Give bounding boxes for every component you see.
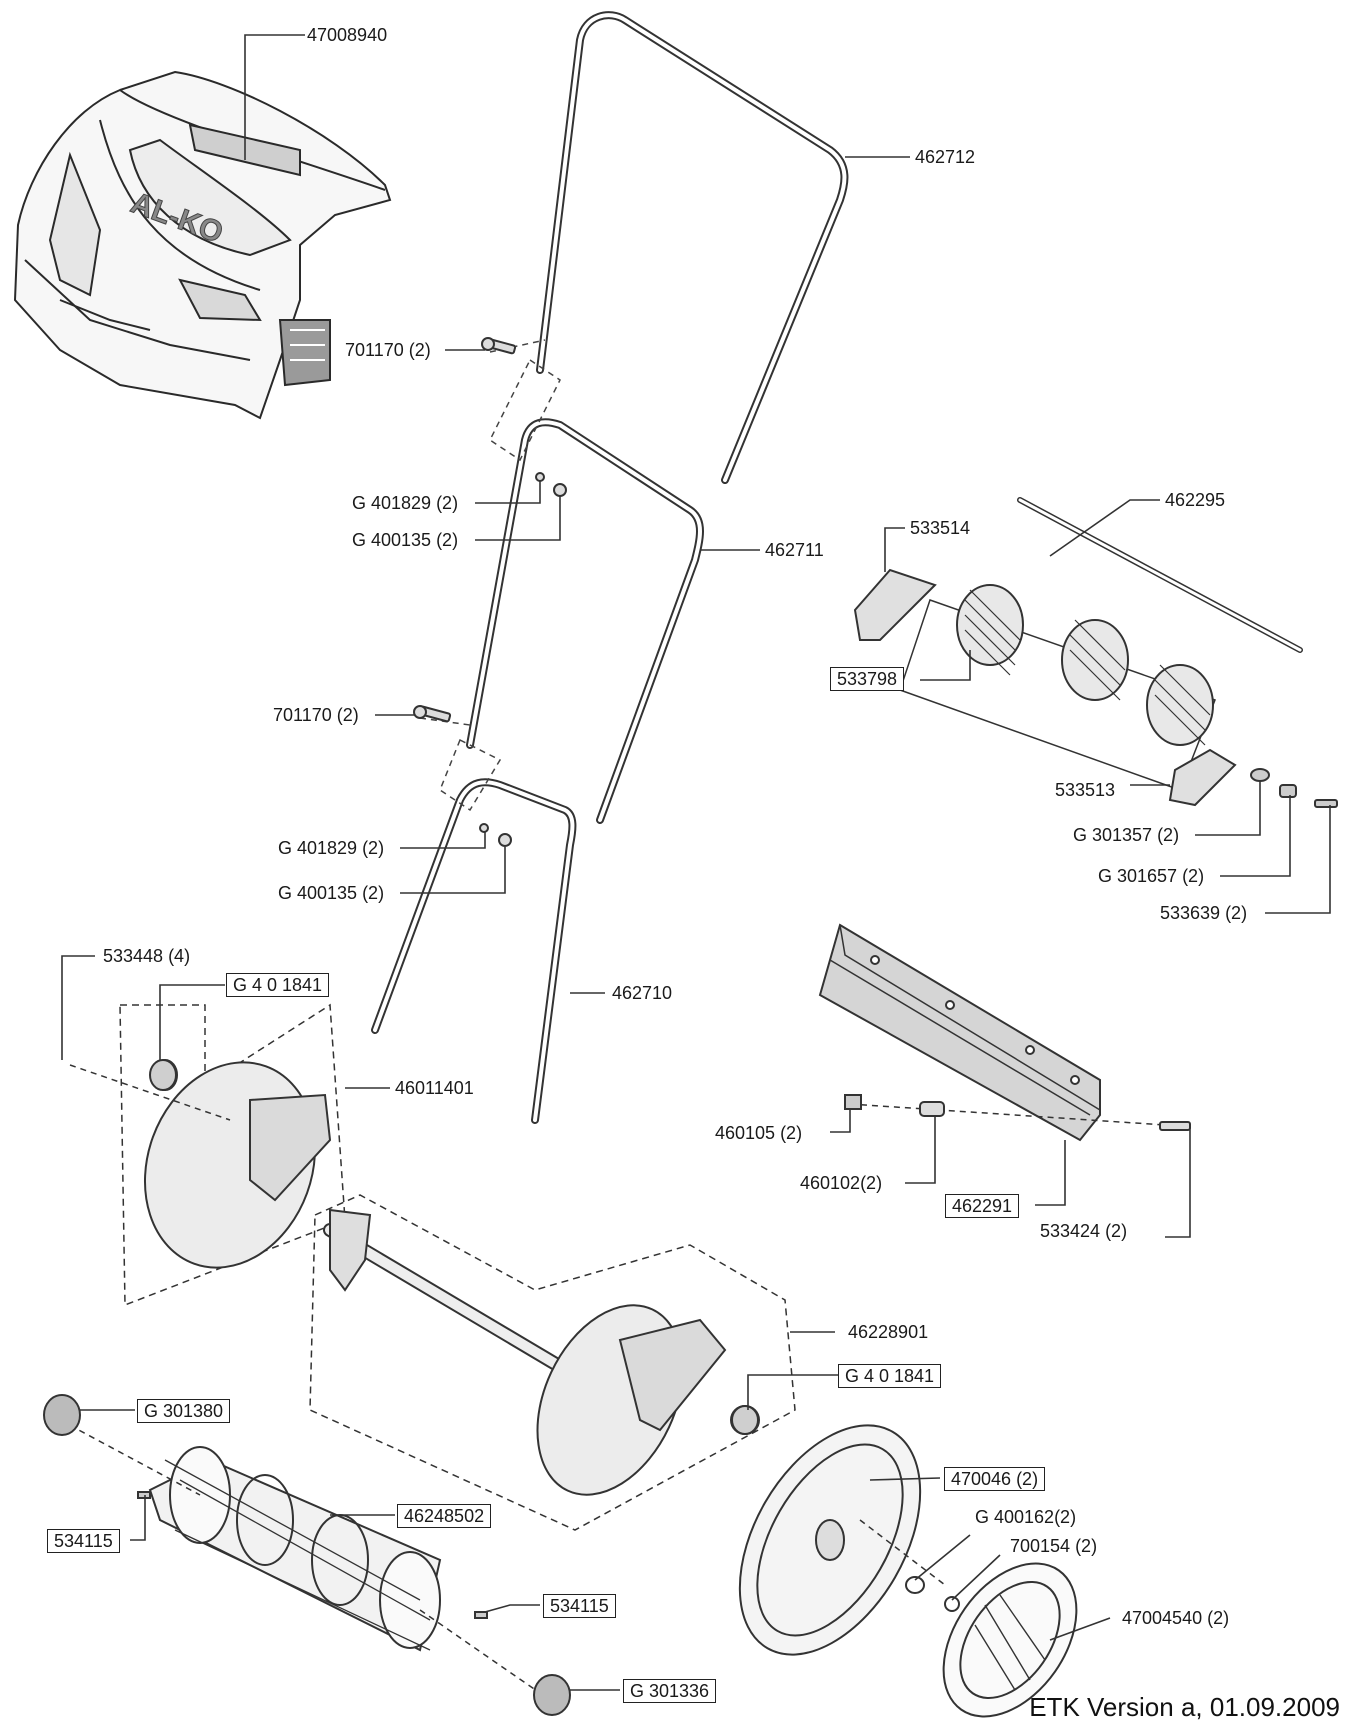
part-label-46228901: 46228901 (848, 1322, 929, 1342)
part-label-46011401: 46011401 (395, 1078, 474, 1098)
grass-box-part: AL-KO (13, 70, 392, 420)
handle-top-part (536, 11, 849, 484)
part-label-533514: 533514 (910, 518, 971, 538)
part-label-462710: 462710 (612, 983, 673, 1003)
part-label-g301336: G 301336 (623, 1679, 717, 1703)
wheel-part (738, 1424, 960, 1656)
part-label-47004540: 47004540 (2) (1122, 1608, 1230, 1628)
part-label-g301357: G 301357 (2) (1073, 825, 1180, 845)
side-plate-left-part (69, 1003, 346, 1307)
leader-lines (61, 34, 1331, 1691)
part-label-g401829-b: G 401829 (2) (278, 838, 385, 858)
part-label-462291: 462291 (945, 1194, 1020, 1218)
part-label-g401829-a: G 401829 (2) (352, 493, 459, 513)
handle-low-part (371, 778, 577, 1124)
version-footer: ETK Version a, 01.09.2009 (1029, 1692, 1340, 1722)
part-label-g301380: G 301380 (137, 1399, 231, 1423)
bearings (149, 1059, 759, 1435)
part-label-533513: 533513 (1055, 780, 1116, 800)
part-label-460105: 460105 (2) (715, 1123, 803, 1143)
handle-mid-part (466, 418, 704, 824)
part-label-701170-a: 701170 (2) (345, 340, 431, 360)
part-label-533424: 533424 (2) (1040, 1221, 1128, 1241)
part-label-g301657: G 301657 (2) (1098, 866, 1205, 886)
roller-assembly-part (853, 497, 1338, 808)
part-label-g400162: G 400162(2) (975, 1507, 1077, 1527)
part-label-462712: 462712 (915, 147, 976, 167)
part-label-g401841-b: G 4 0 1841 (838, 1364, 942, 1388)
part-label-46248502: 46248502 (397, 1504, 492, 1528)
part-label-701170-b: 701170 (2) (273, 705, 359, 725)
part-label-533798: 533798 (830, 667, 905, 691)
axle-plate-part (309, 1194, 796, 1531)
part-label-534115-b: 534115 (543, 1594, 616, 1618)
part-label-460102: 460102(2) (800, 1173, 883, 1193)
cutting-reel-part (43, 1394, 571, 1716)
part-label-470046: 470046 (2) (944, 1467, 1046, 1491)
part-label-462711: 462711 (765, 540, 824, 560)
part-label-700154: 700154 (2) (1010, 1536, 1098, 1556)
hubcap-part (942, 1562, 1078, 1718)
bed-knife-part (818, 923, 1191, 1142)
handle-fasteners (413, 337, 567, 847)
part-label-462295: 462295 (1165, 490, 1226, 510)
part-label-g400135-b: G 400135 (2) (278, 883, 385, 903)
part-label-47008940: 47008940 (307, 25, 388, 45)
part-label-g400135-a: G 400135 (2) (352, 530, 459, 550)
part-label-533639: 533639 (2) (1160, 903, 1248, 923)
part-label-533448: 533448 (4) (103, 946, 191, 966)
part-label-g401841-a: G 4 0 1841 (226, 973, 330, 997)
handle-joint-outlines (419, 339, 561, 812)
part-label-534115-a: 534115 (47, 1529, 120, 1553)
